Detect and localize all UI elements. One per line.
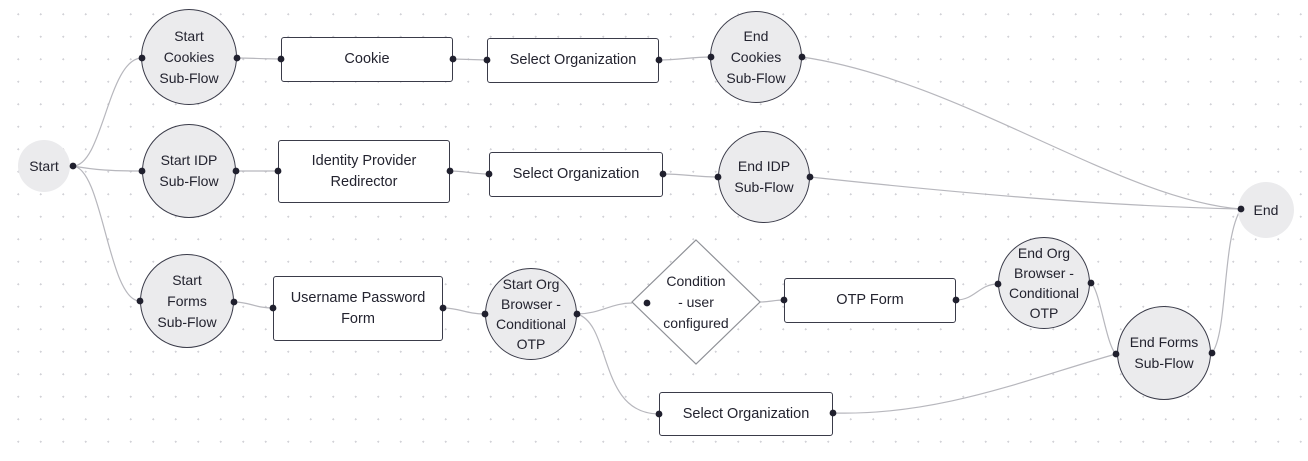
node-end-cookies-label: End Cookies Sub-Flow <box>726 27 786 86</box>
node-start-label: Start <box>29 157 59 174</box>
edge-cookie-to-select-org-1 <box>452 58 488 61</box>
node-select-organization-3-label: Select Organization <box>682 405 810 422</box>
edge-end-idp-to-end <box>809 176 1242 210</box>
edge-start-org-browser-to-condition <box>576 302 633 315</box>
node-end-cookies-sub-flow[interactable]: End Cookies Sub-Flow <box>710 11 802 103</box>
edge-otp-form-to-end-org-browser <box>955 283 999 301</box>
node-start-cookies-label: Start Cookies Sub-Flow <box>159 27 219 86</box>
node-cookie[interactable]: Cookie <box>281 37 453 82</box>
node-start-forms-sub-flow[interactable]: Start Forms Sub-Flow <box>140 254 234 348</box>
node-cookie-label: Cookie <box>344 51 390 67</box>
node-end-org-browser-label: End Org Browser - Conditional OTP <box>1008 245 1080 321</box>
node-start-idp-sub-flow[interactable]: Start IDP Sub-Flow <box>142 124 236 218</box>
node-identity-provider-redirector[interactable]: Identity Provider Redirector <box>278 140 450 203</box>
edge-start-cookies-to-cookie <box>236 57 282 60</box>
node-otp-form[interactable]: OTP Form <box>784 278 956 323</box>
node-end-idp-sub-flow[interactable]: End IDP Sub-Flow <box>718 131 810 223</box>
edge-start-forms-to-upf <box>233 301 274 309</box>
node-select-organization-1[interactable]: Select Organization <box>487 38 659 83</box>
edge-ipr-to-select-org-2 <box>449 170 490 175</box>
node-start-org-browser-conditional-otp[interactable]: Start Org Browser - Conditional OTP <box>485 268 577 360</box>
node-condition-label: Condition - user configured <box>663 272 729 331</box>
node-end[interactable]: End <box>1238 182 1294 238</box>
edge-end-cookies-to-end <box>801 56 1242 210</box>
edge-condition-to-otp-form <box>759 299 785 303</box>
edge-start-to-start-idp <box>72 165 143 172</box>
node-select-organization-1-label: Select Organization <box>509 52 637 68</box>
edge-select-org-1-to-end-cookies <box>658 56 712 61</box>
node-select-organization-3[interactable]: Select Organization <box>659 392 833 436</box>
node-select-organization-2[interactable]: Select Organization <box>489 152 663 197</box>
node-end-org-browser-conditional-otp[interactable]: End Org Browser - Conditional OTP <box>998 237 1090 329</box>
edge-end-forms-to-end <box>1211 208 1242 354</box>
edge-select-org-3-to-end-forms <box>832 353 1117 414</box>
node-username-password-form[interactable]: Username Password Form <box>273 276 443 341</box>
node-username-password-form-label: Username Password Form <box>290 289 426 327</box>
node-start-org-browser-label: Start Org Browser - Conditional OTP <box>495 276 567 352</box>
edge-upf-to-start-org-browser <box>442 307 486 315</box>
edge-select-org-2-to-end-idp <box>662 173 719 178</box>
node-end-label: End <box>1253 201 1279 218</box>
edge-end-org-browser-to-end-forms <box>1090 282 1117 355</box>
node-end-forms-sub-flow[interactable]: End Forms Sub-Flow <box>1117 306 1211 400</box>
node-start-cookies-sub-flow[interactable]: Start Cookies Sub-Flow <box>141 9 237 105</box>
node-condition-user-configured[interactable]: Condition - user configured <box>632 246 760 358</box>
node-otp-form-label: OTP Form <box>836 292 904 308</box>
edge-start-to-start-forms <box>72 165 141 302</box>
node-start-forms-label: Start Forms Sub-Flow <box>157 271 217 330</box>
node-select-organization-2-label: Select Organization <box>512 166 640 182</box>
node-identity-provider-redirector-label: Identity Provider Redirector <box>311 152 417 190</box>
port-dot <box>69 162 77 170</box>
node-start[interactable]: Start <box>18 140 70 192</box>
node-start-idp-label: Start IDP Sub-Flow <box>159 152 219 189</box>
node-end-forms-label: End Forms Sub-Flow <box>1129 334 1199 371</box>
edge-start-to-start-cookies <box>72 57 143 167</box>
node-end-idp-label: End IDP Sub-Flow <box>734 158 794 195</box>
